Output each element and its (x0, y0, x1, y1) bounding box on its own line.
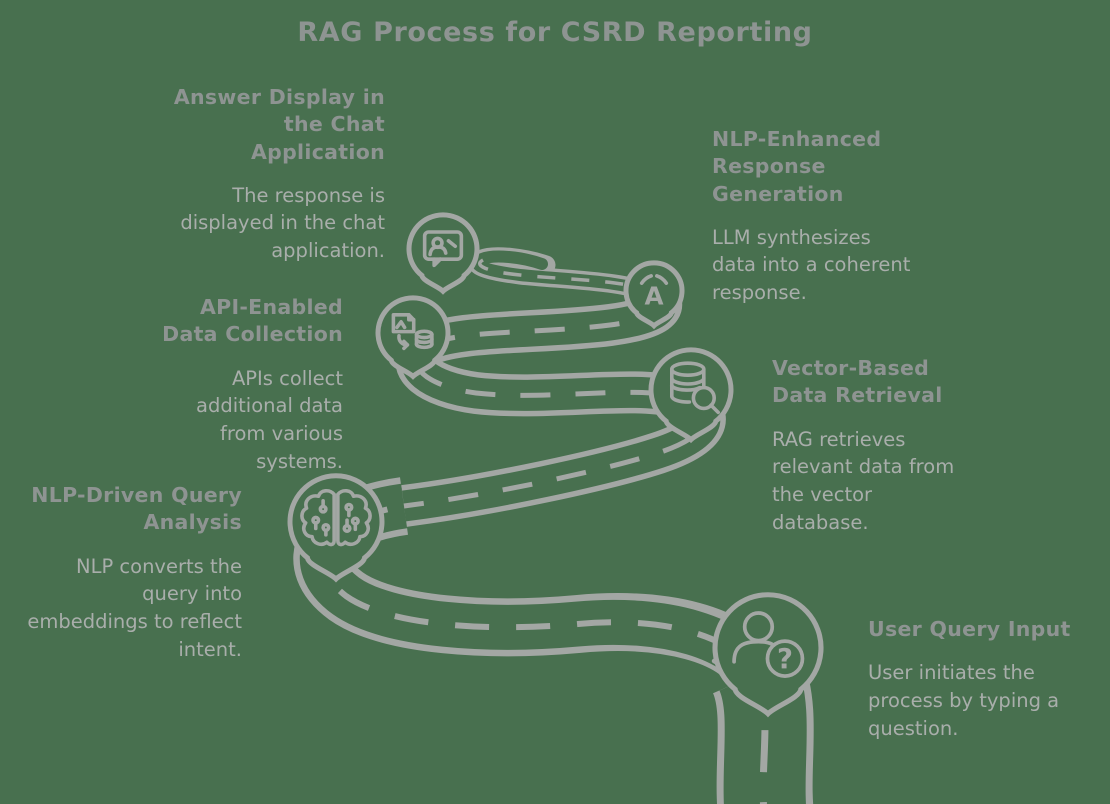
step-user-query-input: User Query Input User initiates the proc… (868, 616, 1110, 742)
step-title: User Query Input (868, 617, 1071, 641)
step-api-enabled-data-collection: API-Enabled Data Collection APIs collect… (145, 294, 343, 475)
step-vector-based-data-retrieval: Vector-Based Data Retrieval RAG retrieve… (772, 355, 972, 536)
step-description: NLP converts the query into embeddings t… (27, 554, 242, 661)
user-question-icon: ? (732, 611, 805, 678)
pin-vector-data-retrieval (648, 347, 734, 444)
step-title: API-Enabled Data Collection (162, 295, 343, 347)
step-description: APIs collect additional data from variou… (196, 366, 343, 473)
letter-a-glyph: A (644, 281, 663, 310)
step-nlp-driven-query-analysis: NLP-Driven Query Analysis NLP converts t… (7, 482, 242, 663)
chat-display-icon (422, 230, 464, 268)
road-centerline (403, 292, 708, 509)
map-pin-shape (375, 295, 451, 380)
step-title: Answer Display in the Chat Application (173, 85, 385, 164)
step-title: Vector-Based Data Retrieval (772, 356, 943, 408)
step-description: The response is displayed in the chat ap… (180, 183, 385, 263)
pin-nlp-query-analysis (287, 473, 385, 583)
step-description: RAG retrieves relevant data from the vec… (772, 427, 955, 534)
step-description: LLM synthesizes data into a coherent res… (712, 225, 911, 305)
step-answer-display-in-the-chat-application: Answer Display in the Chat Application T… (145, 84, 385, 265)
database-search-icon (669, 361, 721, 415)
road-centerline (478, 258, 649, 293)
step-title: NLP-Driven Query Analysis (31, 483, 242, 535)
language-a-icon: A (639, 274, 669, 310)
question-glyph: ? (777, 643, 793, 675)
map-pin-shape (287, 473, 385, 583)
page-title: RAG Process for CSRD Reporting (297, 17, 813, 48)
pin-user-query-input: ? (712, 592, 824, 718)
map-pin-shape (623, 260, 685, 330)
step-nlp-enhanced-response-generation: NLP-Enhanced Response Generation LLM syn… (712, 126, 917, 307)
brain-icon (300, 489, 372, 547)
pin-api-data-collection (375, 295, 451, 380)
step-description: User initiates the process by typing a q… (868, 661, 1060, 740)
pin-answer-display (406, 212, 480, 295)
step-title: NLP-Enhanced Response Generation (712, 127, 882, 206)
map-pin-shape (406, 212, 480, 295)
pin-nlp-response-generation: A (623, 260, 685, 330)
file-transfer-icon (391, 313, 434, 351)
